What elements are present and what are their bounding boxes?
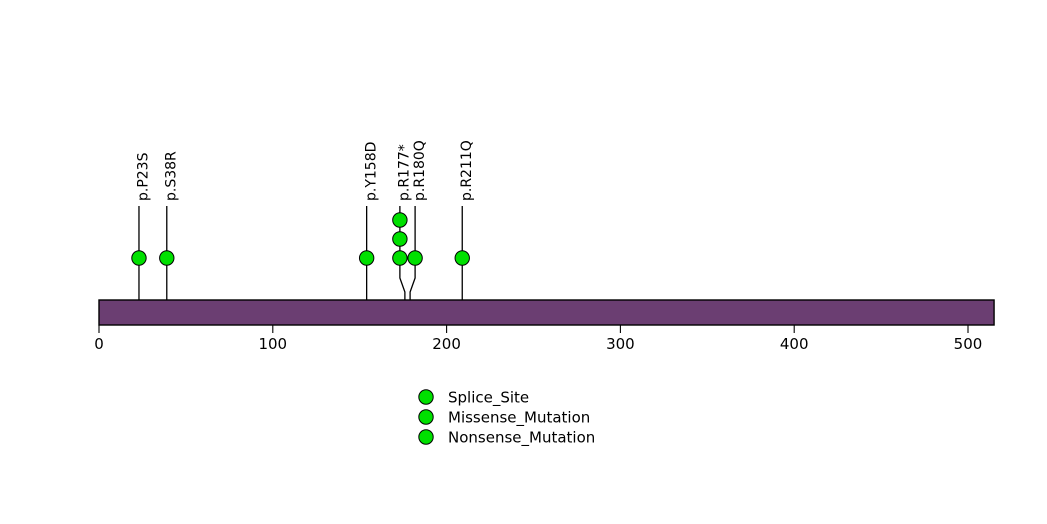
axis-tick-label: 100 [258, 335, 287, 353]
protein-backbone-layer [98, 299, 995, 326]
axis-tick-label: 400 [780, 335, 809, 353]
mutation-marker[interactable] [392, 212, 408, 228]
mutation-label: p.R177* [397, 144, 413, 201]
legend-item-label: Splice_Site [448, 388, 529, 407]
legend-item-label: Missense_Mutation [448, 408, 590, 427]
axis-tick-label: 0 [94, 335, 104, 353]
mutation-marker[interactable] [392, 250, 408, 266]
legend-item[interactable]: Splice_Site [418, 388, 529, 407]
legend-item-label: Nonsense_Mutation [448, 428, 595, 447]
mutation-marker[interactable] [454, 250, 470, 266]
axis-tick-label: 500 [954, 335, 983, 353]
mutation-label: p.P23S [136, 152, 152, 201]
legend-marker-icon [418, 429, 434, 445]
legend: Splice_SiteMissense_MutationNonsense_Mut… [418, 388, 595, 447]
mutation-markers-layer [131, 212, 470, 266]
legend-item[interactable]: Missense_Mutation [418, 408, 590, 427]
mutation-marker[interactable] [358, 250, 375, 266]
mutation-marker[interactable] [407, 250, 423, 266]
protein-backbone-bar [98, 299, 995, 326]
axis-tick-label: 200 [432, 335, 461, 353]
mutation-marker[interactable] [392, 231, 408, 247]
mutation-label: p.S38R [164, 151, 180, 201]
mutation-labels-layer: p.P23S p.S38R p.Y158D p.R177*p.R180Q p.R211Q [136, 140, 475, 201]
mutation-label: p.R180Q [412, 140, 428, 201]
mutation-label: p.Y158D [363, 142, 379, 201]
legend-marker-icon [418, 409, 434, 425]
mutation-label: p.R211Q [459, 140, 475, 201]
x-axis-layer: 0 100 200 300 400 500 [94, 325, 982, 353]
legend-item[interactable]: Nonsense_Mutation [418, 428, 595, 447]
legend-marker-icon [418, 389, 434, 405]
mutation-marker[interactable] [159, 250, 175, 266]
mutation-marker[interactable] [131, 250, 147, 266]
axis-tick-label: 300 [606, 335, 635, 353]
